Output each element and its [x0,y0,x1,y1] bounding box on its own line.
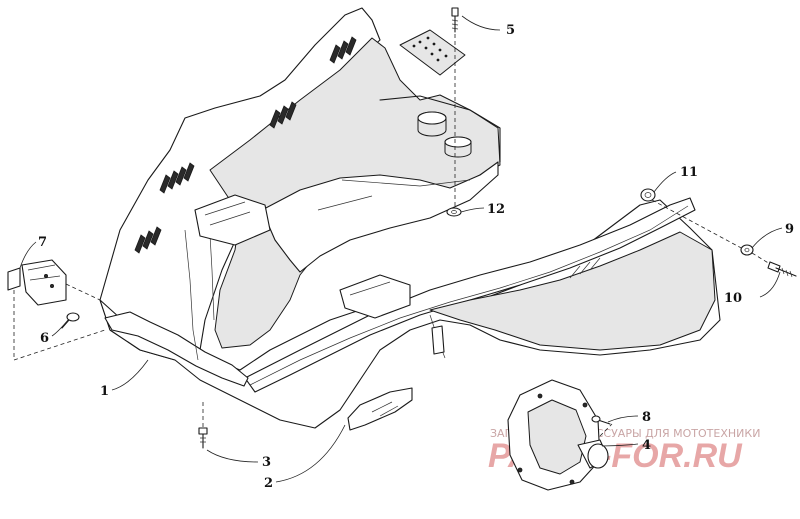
callout-7: 7 [38,235,47,250]
callout-labels: 5 12 11 9 10 7 6 1 3 2 8 4 [38,23,794,491]
callout-11: 11 [680,165,698,180]
callout-6: 6 [40,331,49,346]
callout-10: 10 [724,291,742,306]
callout-12: 12 [487,202,505,217]
vent-flange-part-4 [507,379,609,491]
screw-part-5 [451,7,459,33]
bracket-part-7 [7,259,67,306]
callout-3: 3 [262,455,271,470]
callout-2: 2 [264,476,273,491]
screw-part-8 [591,415,611,425]
callout-5: 5 [506,23,515,38]
vent-louvers-left [134,36,357,254]
fastener-part-3 [198,427,208,449]
leader-lines [13,15,783,483]
grommet-part-11 [640,188,656,202]
callout-9: 9 [785,222,794,237]
washer-part-12 [446,207,462,217]
bolt-part-10 [767,261,797,278]
washer-part-9 [740,244,754,256]
callout-8: 8 [642,410,651,425]
belly-pan-part [99,7,721,431]
callout-1: 1 [100,384,109,399]
mounting-plate [399,29,466,76]
callout-4: 4 [642,438,651,453]
screw-part-6 [61,312,80,329]
